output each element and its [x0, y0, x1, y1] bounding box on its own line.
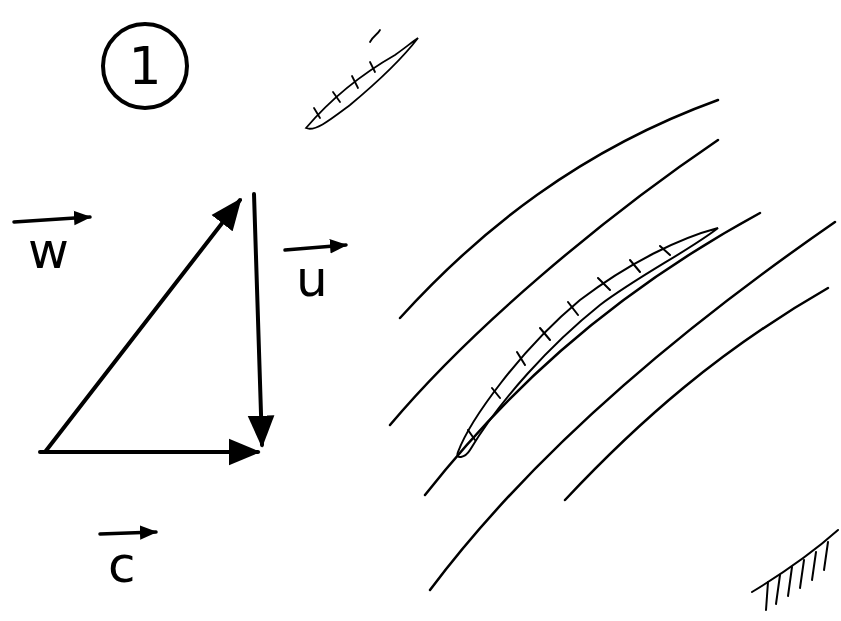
ground-hatch — [752, 530, 838, 610]
vector-label: u — [296, 254, 328, 304]
streamline — [390, 140, 718, 425]
streamline — [425, 213, 760, 495]
streamline — [565, 288, 828, 500]
vector-label: w — [28, 226, 69, 276]
ground-ticks — [766, 542, 828, 610]
velocity-triangle — [40, 194, 262, 452]
vector-mark — [285, 245, 346, 250]
vector-w — [45, 200, 240, 452]
streamlines — [390, 100, 835, 590]
vector-c — [40, 450, 258, 454]
vector-mark — [100, 532, 156, 534]
blade-profile — [457, 228, 718, 457]
vector-mark — [14, 217, 90, 222]
blade-hatch — [314, 30, 380, 118]
vector-u — [254, 194, 262, 445]
label-arrows — [14, 217, 346, 534]
streamline — [430, 222, 835, 590]
callout-number: 1 — [128, 40, 161, 92]
blade-hatch — [468, 246, 670, 440]
small-blade — [306, 30, 418, 129]
callout-circle: 1 — [101, 22, 189, 110]
blade-outline — [306, 38, 418, 129]
vector-label: c — [108, 540, 136, 590]
streamline — [400, 100, 718, 318]
blade-outline — [457, 228, 718, 457]
